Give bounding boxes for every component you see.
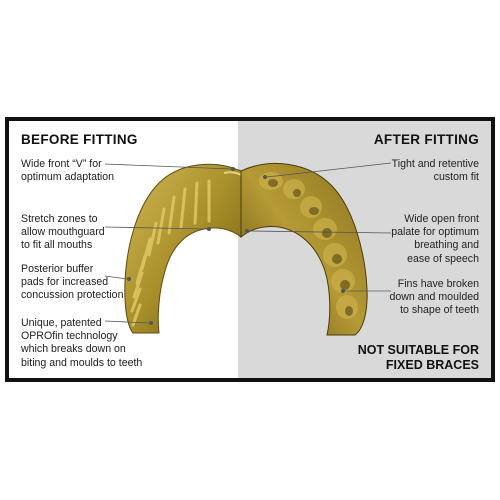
after-label-open-palate: Wide open front palate for optimum breat… <box>391 213 479 265</box>
before-label-wide-front: Wide front “V” for optimum adaptation <box>21 158 115 184</box>
before-label-posterior-pads: Posterior buffer pads for increased conc… <box>21 263 124 302</box>
after-label-tight-fit: Tight and retentive custom fit <box>391 158 479 184</box>
diagram-frame: BEFORE FITTING Wide front “V” for optimu… <box>5 117 495 382</box>
before-label-stretch-zones: Stretch zones to allow mouthguard to fit… <box>21 213 105 252</box>
mouthguard-illustration <box>104 162 392 336</box>
before-fitting-heading: BEFORE FITTING <box>21 132 138 147</box>
fixed-braces-warning: NOT SUITABLE FOR FIXED BRACES <box>357 343 479 372</box>
callout-lines <box>104 162 392 325</box>
before-label-oprofin: Unique, patented OPROfin technology whic… <box>21 317 143 369</box>
fitted-guard <box>240 162 368 336</box>
after-fitting-heading: AFTER FITTING <box>373 132 479 147</box>
unfitted-guard <box>124 163 246 334</box>
after-label-fins-moulded: Fins have broken down and moulded to sha… <box>389 278 479 317</box>
